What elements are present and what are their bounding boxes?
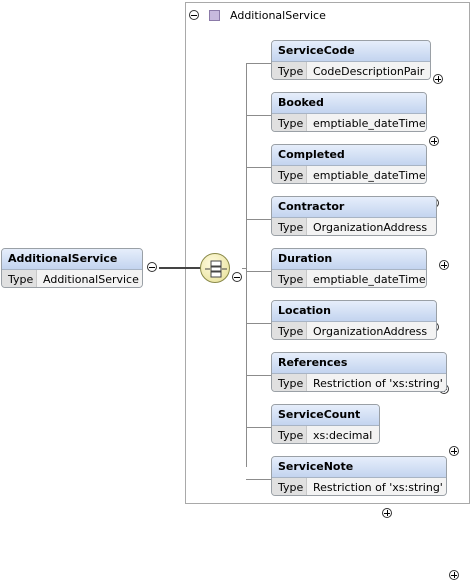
branch-tick <box>246 167 271 168</box>
child-element-type: OrganizationAddress <box>307 322 436 339</box>
branch-tick <box>246 115 271 116</box>
complex-type-title: AdditionalService <box>230 8 326 22</box>
type-key: Type <box>272 218 307 235</box>
branch-tick <box>246 219 271 220</box>
expand-icon[interactable] <box>433 74 443 84</box>
sequence-compositor-icon[interactable] <box>200 253 230 283</box>
root-element-type-row: Type AdditionalService <box>2 270 142 287</box>
child-element-type: Restriction of 'xs:string' <box>307 374 446 391</box>
branch-tick <box>246 479 271 480</box>
expand-icon[interactable] <box>382 508 392 518</box>
child-element-name: Location <box>272 301 436 322</box>
child-element-name: ServiceCode <box>272 41 430 62</box>
expand-icon[interactable] <box>429 136 439 146</box>
sequence-stub-line <box>242 268 247 269</box>
branch-tick <box>246 63 271 64</box>
collapse-root-icon[interactable] <box>147 262 157 272</box>
branch-tick <box>246 323 271 324</box>
type-key: Type <box>2 270 37 287</box>
child-element-type: emptiable_dateTime <box>307 166 426 183</box>
collapse-complex-type-icon[interactable] <box>189 10 199 20</box>
child-element-name: Contractor <box>272 197 436 218</box>
root-element-name: AdditionalService <box>2 249 142 270</box>
child-element-name: Booked <box>272 93 426 114</box>
type-key: Type <box>272 166 307 183</box>
child-element-name: ServiceNote <box>272 457 446 478</box>
expand-icon[interactable] <box>449 570 459 580</box>
type-key: Type <box>272 270 307 287</box>
child-element-name: Completed <box>272 145 426 166</box>
complex-type-header: AdditionalService <box>189 6 326 24</box>
complex-type-icon <box>209 9 220 21</box>
branch-tick <box>246 427 271 428</box>
type-key: Type <box>272 426 307 443</box>
type-key: Type <box>272 62 307 79</box>
child-element-type: emptiable_dateTime <box>307 114 426 131</box>
child-element-type: emptiable_dateTime <box>307 270 426 287</box>
child-element-name: References <box>272 353 446 374</box>
root-connector <box>159 267 201 269</box>
child-element-type: CodeDescriptionPair <box>307 62 430 79</box>
expand-icon[interactable] <box>439 260 449 270</box>
branch-tick <box>246 271 271 272</box>
type-key: Type <box>272 478 307 495</box>
root-element[interactable]: AdditionalService Type AdditionalService <box>1 248 143 288</box>
type-key: Type <box>272 374 307 391</box>
child-element-name: ServiceCount <box>272 405 379 426</box>
type-key: Type <box>272 322 307 339</box>
child-element-type: xs:decimal <box>307 426 379 443</box>
root-element-type: AdditionalService <box>37 270 142 287</box>
branch-tick <box>246 375 271 376</box>
child-element-name: Duration <box>272 249 426 270</box>
child-element-type: OrganizationAddress <box>307 218 436 235</box>
collapse-sequence-icon[interactable] <box>232 272 242 282</box>
child-element-type: Restriction of 'xs:string' <box>307 478 446 495</box>
type-key: Type <box>272 114 307 131</box>
expand-icon[interactable] <box>449 446 459 456</box>
sequence-branch-line <box>246 63 247 467</box>
